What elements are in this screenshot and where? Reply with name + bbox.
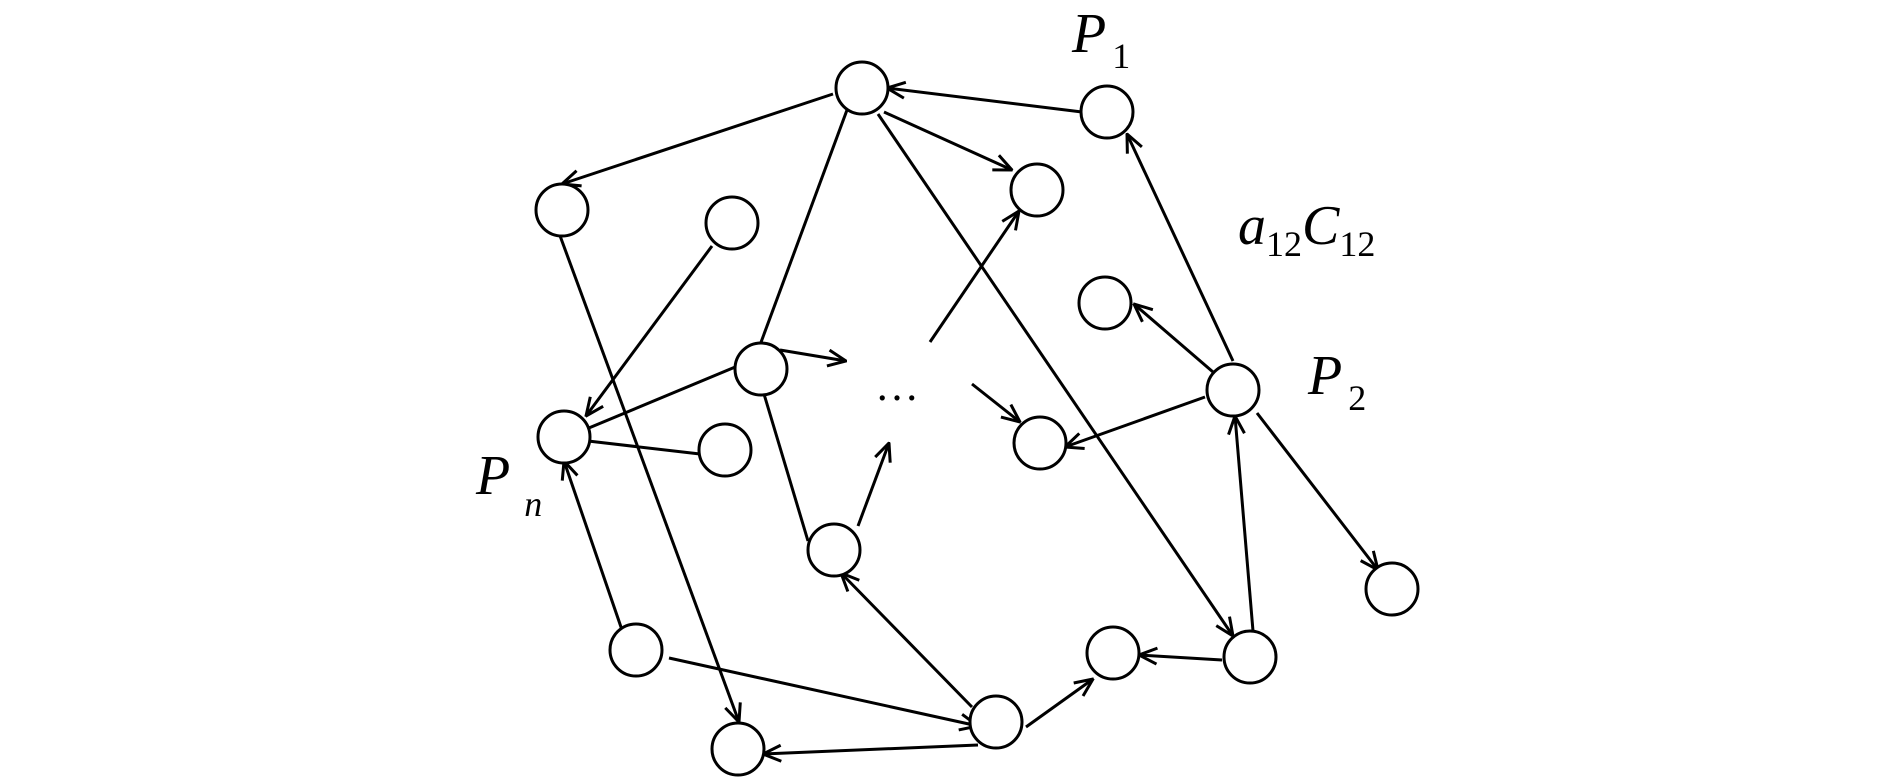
label-p1-main: P: [1071, 3, 1106, 65]
node-n6: [1077, 275, 1133, 331]
node-n7: [536, 409, 592, 465]
label-edge-weight: a12C12: [1238, 195, 1375, 264]
label-weight-c: C: [1302, 195, 1340, 257]
node-n12: [806, 522, 862, 578]
edge-n1-n4: [883, 110, 1012, 170]
label-weight-c-sub: 12: [1339, 224, 1375, 264]
node-n15: [710, 721, 766, 777]
edge-n8-n12: [762, 393, 810, 542]
label-p2-sub: 2: [1348, 378, 1366, 418]
edge-n14-n16: [668, 656, 978, 726]
edge-n3-n15: [557, 232, 739, 722]
edge-n11-n2: [1127, 134, 1235, 362]
edge-n8-n7: [583, 363, 741, 432]
edge-n2-n1: [887, 88, 1083, 114]
label-pn-main: P: [475, 445, 510, 507]
edge-n1-n3: [562, 92, 834, 184]
node-n16: [968, 694, 1024, 750]
node-n3: [534, 182, 590, 238]
node-n4: [1009, 162, 1065, 218]
ellipsis-label: …: [875, 361, 919, 410]
node-n8: [733, 341, 789, 397]
edge-n12-dot-low: [856, 443, 889, 527]
edge-dot-right-n10: [971, 382, 1020, 422]
label-p1-sub: 1: [1112, 36, 1130, 76]
node-n20: [1364, 561, 1420, 617]
edge-n5-n7: [586, 245, 714, 416]
edge-n14-n7: [564, 461, 624, 631]
node-n17: [1085, 625, 1141, 681]
edge-n8-dot-left: [779, 348, 846, 361]
edge-n18-n17: [1139, 655, 1223, 660]
edge-n1-n18: [876, 113, 1233, 636]
node-n11: [1205, 362, 1261, 418]
node-n1: [834, 60, 890, 116]
node-n18: [1222, 629, 1278, 685]
label-weight-a-sub: 12: [1266, 224, 1302, 264]
edge-n16-n12: [841, 573, 974, 709]
node-n5: [704, 195, 760, 251]
ellipsis-group: …: [875, 361, 919, 410]
node-n9: [697, 422, 753, 478]
label-pn-sub: n: [524, 484, 542, 524]
edge-n18-n11: [1235, 416, 1255, 632]
label-p2-main: P: [1307, 345, 1342, 407]
edge-n11-n10: [1065, 395, 1206, 447]
edge-n11-n20: [1255, 412, 1378, 570]
edge-n1-n8: [758, 109, 849, 346]
edge-n16-n17: [1025, 679, 1093, 729]
node-n10: [1012, 415, 1068, 471]
edge-n7-n9: [587, 439, 701, 456]
edge-n16-n15: [763, 743, 979, 754]
nodes-group: [534, 60, 1420, 777]
edges-group: [557, 88, 1378, 754]
edge-n11-n6: [1134, 304, 1214, 374]
node-n14: [608, 622, 664, 678]
node-n2: [1079, 84, 1135, 140]
edge-dot-top-n4: [928, 211, 1019, 343]
label-weight-a: a: [1238, 195, 1266, 257]
